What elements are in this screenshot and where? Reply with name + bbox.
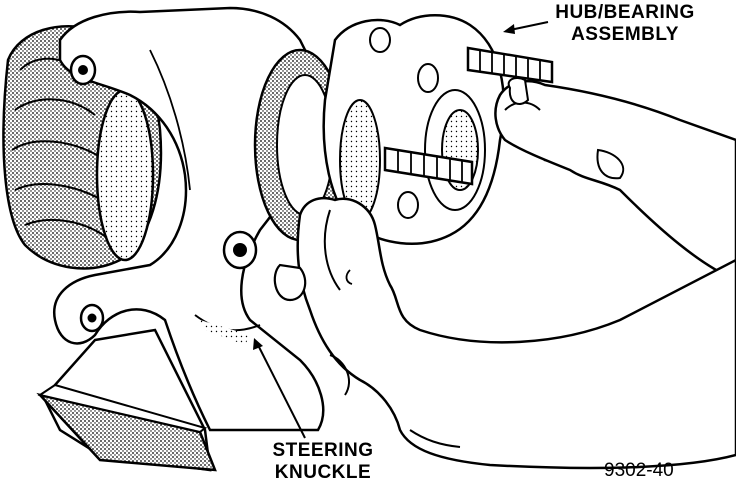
leader-hub-bearing: [503, 21, 549, 34]
steering-knuckle-label-line1: STEERING: [272, 440, 374, 461]
steering-knuckle: [52, 6, 325, 432]
hand-lower: [273, 196, 736, 470]
bearing-bore: [222, 48, 347, 270]
wheel-stud-lower: [383, 146, 474, 186]
leader-steering-knuckle: [253, 338, 306, 439]
hand-upper: [494, 77, 736, 282]
hub-bearing-label: HUB/BEARING ASSEMBLY: [540, 2, 710, 46]
wheel-stud-upper: [466, 46, 554, 84]
hub-bearing-label-line1: HUB/BEARING: [555, 2, 695, 23]
steering-knuckle-label-line2: KNUCKLE: [274, 462, 372, 483]
knuckle-lower-arm: [36, 328, 217, 472]
steering-knuckle-label: STEERING KNUCKLE: [258, 440, 388, 484]
figure-number: 9302-40: [604, 460, 674, 481]
hub-bearing-label-line2: ASSEMBLY: [571, 24, 679, 45]
